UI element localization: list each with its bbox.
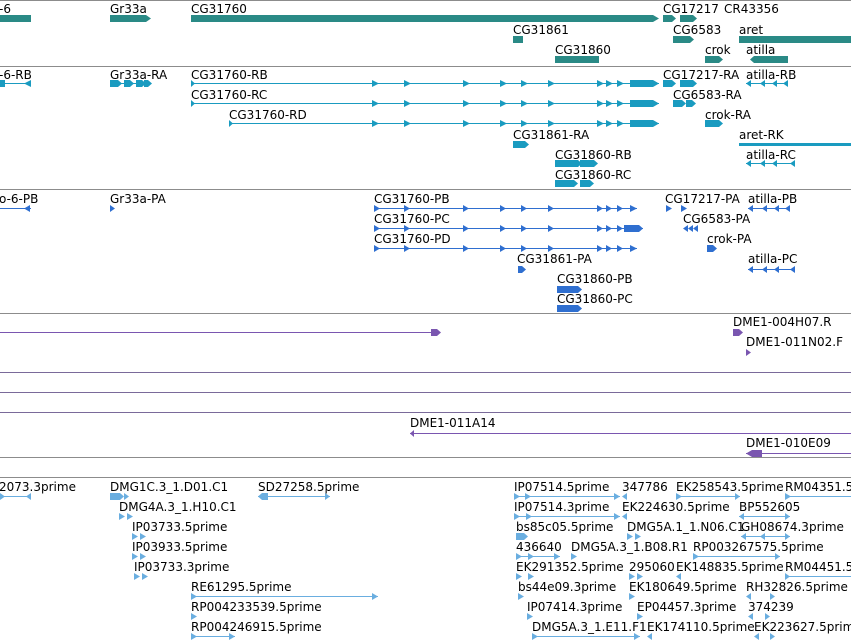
track-divider — [0, 372, 851, 373]
gene-label: aret — [739, 23, 764, 37]
track-divider — [0, 477, 851, 478]
est-label: IP03733.3prime — [134, 560, 230, 574]
est-label: RM04451.5 — [785, 560, 851, 574]
track-divider — [0, 189, 851, 190]
transcript-label: CG31760-RB — [191, 68, 268, 82]
track-divider — [0, 0, 851, 1]
est-label: EK223627.5prime — [754, 620, 851, 634]
transcript-glyphs[interactable] — [0, 66, 851, 189]
est-label: BP552605 — [739, 500, 801, 514]
transcript-label: atilla-RC — [746, 148, 796, 162]
est-label: bs44e09.3prime — [518, 580, 617, 594]
clone-glyphs[interactable] — [0, 313, 851, 457]
protein-label: CG31760-PD — [374, 232, 451, 246]
protein-label: CG31760-PB — [374, 192, 450, 206]
clone-label: DME1-004H07.R — [733, 315, 832, 329]
est-label: EK291352.5prime — [516, 560, 624, 574]
gene-label: CG17217 — [663, 2, 719, 16]
gene-label: Gr33a — [110, 2, 147, 16]
transcript-label: Gr33a-RA — [110, 68, 168, 82]
est-label: IP07414.3prime — [527, 600, 623, 614]
protein-label: atilla-PB — [748, 192, 798, 206]
protein-label: crok-PA — [707, 232, 752, 246]
est-label: 374239 — [748, 600, 794, 614]
est-label: RH32826.5prime — [746, 580, 848, 594]
transcript-label: CG31760-RD — [229, 108, 307, 122]
gene-label: CG6583 — [673, 23, 722, 37]
gene-label: crok — [705, 43, 731, 57]
est-label: IP03933.5prime — [132, 540, 228, 554]
est-label: RP004246915.5prime — [191, 620, 322, 634]
clone-label: DME1-010E09 — [746, 436, 831, 450]
gene-glyphs[interactable] — [0, 0, 851, 66]
protein-label: CG31860-PC — [557, 292, 633, 306]
est-label: 347786 — [622, 480, 668, 494]
transcript-label: -6-RB — [0, 68, 32, 82]
track-divider — [0, 412, 851, 413]
protein-label: o-6-PB — [0, 192, 39, 206]
est-label: RE61295.5prime — [191, 580, 292, 594]
protein-label: CG31861-PA — [517, 252, 592, 266]
est-label: SD27258.5prime — [258, 480, 360, 494]
transcript-label: crok-RA — [705, 108, 751, 122]
est-label: GH08674.3prime — [741, 520, 844, 534]
transcript-label: atilla-RB — [746, 68, 797, 82]
track-divider — [0, 66, 851, 67]
track-divider — [0, 457, 851, 458]
transcript-label: CG31760-RC — [191, 88, 268, 102]
est-glyphs[interactable] — [0, 477, 851, 642]
est-label: 295060 — [629, 560, 675, 574]
clone-label: DME1-011A14 — [410, 416, 496, 430]
track-divider — [0, 313, 851, 314]
transcript-label: CG31861-RA — [513, 128, 590, 142]
est-label: IP07514.5prime — [514, 480, 610, 494]
protein-label: CG31860-PB — [557, 272, 633, 286]
est-label: DMG5A.3_1.E11.F1 — [532, 620, 647, 634]
transcript-label: aret-RK — [739, 128, 784, 142]
est-label: RP004233539.5prime — [191, 600, 322, 614]
est-label: DMG4A.3_1.H10.C1 — [119, 500, 237, 514]
gene-label: atilla — [746, 43, 776, 57]
est-label: EP04457.3prime — [637, 600, 737, 614]
transcript-label: CG6583-RA — [673, 88, 742, 102]
est-label: IP03733.5prime — [132, 520, 228, 534]
est-label: bs85c05.5prime — [516, 520, 614, 534]
est-label: EK224630.5prime — [622, 500, 730, 514]
protein-label: CG6583-PA — [683, 212, 751, 226]
est-label: IP07514.3prime — [514, 500, 610, 514]
gene-label: CG31760 — [191, 2, 247, 16]
gene-label: CG31861 — [513, 23, 569, 37]
est-label: EK148835.5prime — [676, 560, 784, 574]
est-label: DMG1C.3_1.D01.C1 — [110, 480, 229, 494]
est-label: DMG5A.1_1.N06.C1 — [627, 520, 745, 534]
transcript-label: CG31860-RC — [555, 168, 632, 182]
gene-label: CR43356 — [724, 2, 779, 16]
est-label: RM04351.5 — [785, 480, 851, 494]
protein-label: atilla-PC — [748, 252, 798, 266]
est-label: RP003267575.5prime — [693, 540, 824, 554]
transcript-label: CG31860-RB — [555, 148, 632, 162]
transcript-label: CG17217-RA — [663, 68, 740, 82]
est-label: EK180649.5prime — [629, 580, 737, 594]
gene-label: CG31860 — [555, 43, 611, 57]
est-label: EK258543.5prime — [676, 480, 784, 494]
protein-label: CG17217-PA — [665, 192, 740, 206]
gene-label: -6 — [0, 2, 11, 16]
protein-glyphs[interactable] — [0, 189, 851, 313]
protein-label: CG31760-PC — [374, 212, 450, 226]
protein-label: Gr33a-PA — [110, 192, 166, 206]
track-divider — [0, 392, 851, 393]
est-label: EK174110.5prime — [647, 620, 755, 634]
est-label: 2073.3prime — [0, 480, 76, 494]
clone-label: DME1-011N02.F — [746, 335, 844, 349]
est-label: DMG5A.3_1.B08.R1 — [571, 540, 688, 554]
est-label: 436640 — [516, 540, 562, 554]
